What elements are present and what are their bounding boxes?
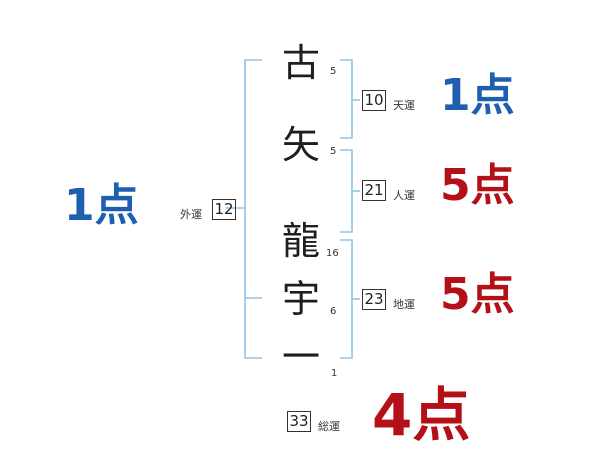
- name-char-3: 龍: [281, 219, 320, 263]
- stroke-count-4: 6: [330, 306, 337, 317]
- jinun-score: 5点: [440, 160, 515, 211]
- name-char-2: 矢: [281, 123, 320, 167]
- tenun-value-box: 10: [362, 90, 386, 111]
- jinun-bracket-line: [340, 149, 353, 233]
- stroke-count-2: 5: [330, 146, 337, 157]
- stroke-count-3: 16: [326, 248, 339, 259]
- tenun-label: 天運: [393, 99, 415, 112]
- chiun-score: 5点: [440, 269, 515, 320]
- stroke-count-5: 1: [331, 368, 338, 379]
- souun-label: 総運: [318, 420, 340, 433]
- chiun-label: 地運: [393, 298, 415, 311]
- stroke-count-1: 5: [330, 66, 337, 77]
- name-char-4: 宇: [281, 277, 320, 321]
- name-char-1: 古: [281, 41, 320, 85]
- name-char-5: 一: [281, 335, 320, 379]
- jinun-label: 人運: [393, 189, 415, 202]
- tenun-bracket-line: [340, 59, 353, 139]
- outer-bracket-line: [244, 59, 262, 359]
- souun-score: 4点: [372, 381, 471, 449]
- gaiun-value-box: 12: [212, 199, 236, 220]
- jinun-value-box: 21: [362, 180, 386, 201]
- souun-value-box: 33: [287, 411, 311, 432]
- gaiun-score: 1点: [64, 180, 139, 231]
- chiun-value-box: 23: [362, 289, 386, 310]
- tenun-score: 1点: [440, 70, 515, 121]
- gaiun-label: 外運: [180, 208, 202, 221]
- chiun-bracket-line: [340, 239, 353, 359]
